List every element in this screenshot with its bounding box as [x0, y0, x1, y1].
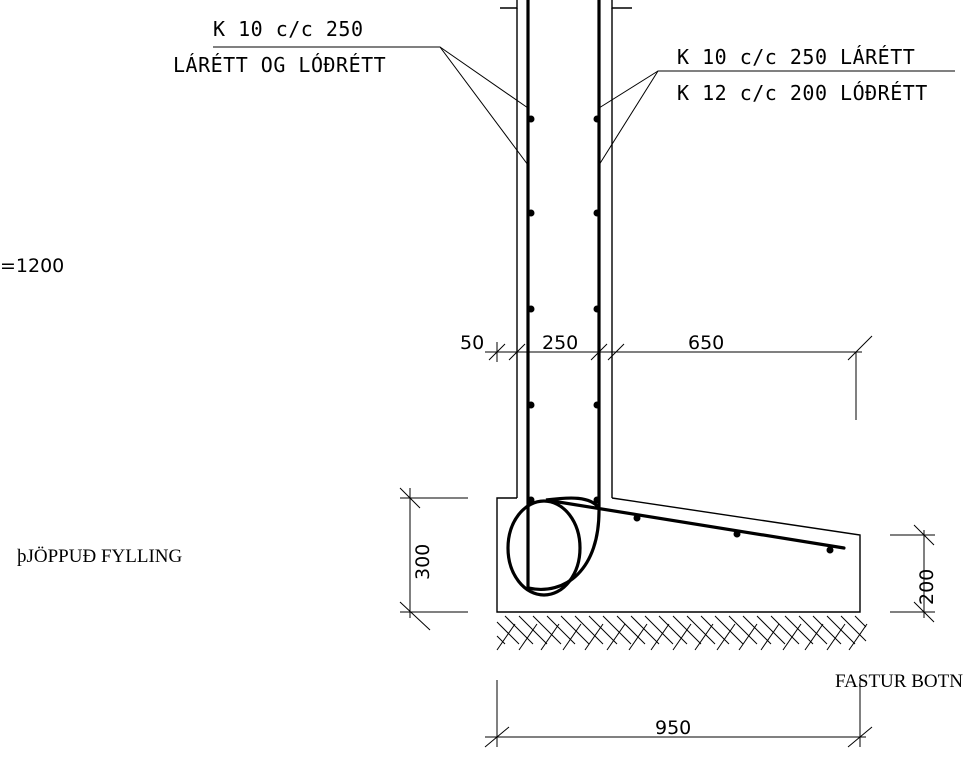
hatch-line [532, 615, 562, 645]
hatch-line [562, 623, 582, 651]
left-dimension [399, 487, 468, 631]
hatch-line [574, 615, 604, 645]
hatch-line [840, 615, 867, 642]
hatch-line [584, 623, 604, 651]
concrete-outline [496, 0, 861, 613]
dim-650: 650 [688, 332, 724, 354]
hatch-line [588, 615, 618, 645]
hatch-line [728, 615, 758, 645]
hatch-line [694, 623, 714, 651]
hatch-line [616, 615, 646, 645]
top-dimension [485, 335, 873, 420]
left-rebar-label-2: LÁRÉTT OG LÓÐRÉTT [173, 53, 386, 77]
hatch-line [770, 615, 800, 645]
left-rebar-label-1: K 10 c/c 250 [213, 17, 364, 41]
dim-50: 50 [460, 332, 484, 354]
hatch-line [496, 623, 516, 651]
right-dimension [890, 524, 935, 623]
hatch-line [798, 615, 828, 645]
hatch-line [760, 623, 780, 651]
hatch-line [812, 615, 842, 645]
height-note: =1200 [0, 255, 64, 277]
hatch-line [700, 615, 730, 645]
hatch-line [784, 615, 814, 645]
hatch-line [504, 615, 534, 645]
leader-lines [213, 46, 955, 166]
hatch-line [496, 635, 506, 645]
hatch-line [630, 615, 660, 645]
ground-hatch [496, 615, 868, 651]
dim-950: 950 [655, 717, 691, 739]
hatch-line [738, 623, 758, 651]
hatch-line [606, 623, 626, 651]
soil-note: FASTUR BOTN [835, 671, 963, 692]
hatch-line [650, 623, 670, 651]
rebar [506, 0, 846, 597]
hatch-line [602, 615, 632, 645]
dim-200: 200 [916, 569, 938, 605]
fill-note: þJÖPPUÐ FYLLING [17, 546, 182, 567]
hatch-line [742, 615, 772, 645]
bottom-dimension [484, 680, 873, 748]
hatch-line [686, 615, 716, 645]
hatch-line [658, 615, 688, 645]
hatch-line [672, 623, 692, 651]
hatch-line [782, 623, 802, 651]
right-rebar-label-1: K 10 c/c 250 LÁRÉTT [677, 45, 915, 69]
hatch-line [716, 623, 736, 651]
hatch-line [756, 615, 786, 645]
hatch-line [496, 621, 520, 645]
hatch-line [546, 615, 576, 645]
hatch-line [560, 615, 590, 645]
hatch-line [518, 623, 538, 651]
right-rebar-label-2: K 12 c/c 200 LÓÐRÉTT [677, 81, 928, 105]
hatch-line [714, 615, 744, 645]
hatch-line [848, 623, 868, 651]
dim-250: 250 [542, 332, 578, 354]
hatch-line [628, 623, 648, 651]
hatch-line [644, 615, 674, 645]
hatch-line [804, 623, 824, 651]
hatch-line [540, 623, 560, 651]
hatch-line [826, 623, 846, 651]
hatch-line [854, 615, 867, 628]
dim-300: 300 [412, 544, 434, 580]
